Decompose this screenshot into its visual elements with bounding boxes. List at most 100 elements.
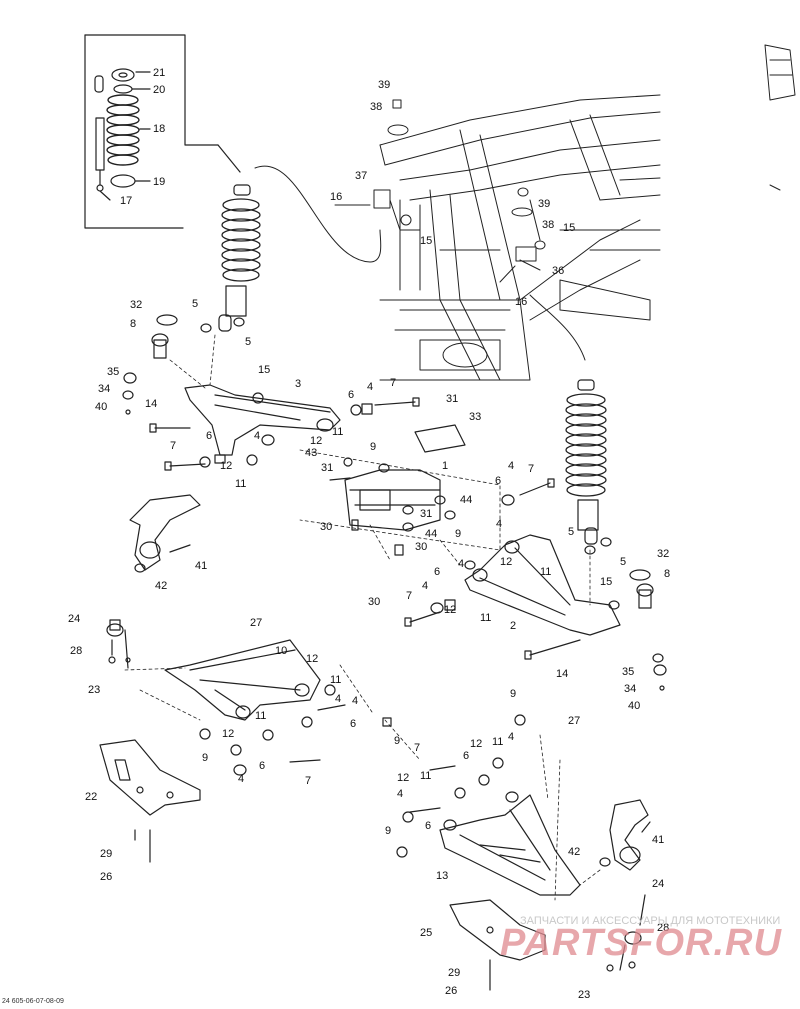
callout-4: 4: [508, 460, 515, 472]
callout-9: 9: [202, 752, 209, 764]
callout-22: 22: [85, 791, 98, 803]
assembly-guides: [169, 334, 601, 901]
callout-13: 13: [436, 870, 449, 882]
callout-9: 9: [385, 825, 392, 837]
callout-12: 12: [306, 653, 319, 665]
drawing-code: 24 605-06-07-08-09: [2, 998, 64, 1005]
callout-9: 9: [394, 735, 401, 747]
callout-32: 32: [657, 548, 670, 560]
callout-10: 10: [275, 645, 288, 657]
callout-31: 31: [420, 508, 433, 520]
callout-11: 11: [540, 566, 552, 578]
callout-15: 15: [420, 235, 433, 247]
callout-2: 2: [510, 620, 517, 632]
callout-34: 34: [98, 383, 111, 395]
callout-14: 14: [145, 398, 158, 410]
callout-5: 5: [568, 526, 575, 538]
callout-12: 12: [310, 435, 323, 447]
callout-30: 30: [415, 541, 428, 553]
callout-4: 4: [254, 430, 261, 442]
callout-44: 44: [460, 494, 473, 506]
callout-39: 39: [538, 198, 551, 210]
callout-37: 37: [355, 170, 368, 182]
callout-6: 6: [259, 760, 266, 772]
callout-7: 7: [170, 440, 177, 452]
callout-35: 35: [622, 666, 635, 678]
callout-12: 12: [500, 556, 513, 568]
callout-26: 26: [445, 985, 458, 997]
watermark-logo: PARTSFOR.RU: [500, 922, 782, 964]
callout-28: 28: [657, 922, 670, 934]
callout-40: 40: [628, 700, 641, 712]
callout-28: 28: [70, 645, 83, 657]
callout-6: 6: [434, 566, 441, 578]
callout-6: 6: [463, 750, 470, 762]
callout-23: 23: [578, 989, 591, 1001]
callout-15: 15: [600, 576, 613, 588]
callout-42: 42: [155, 580, 168, 592]
right-skid-plate: [449, 899, 546, 991]
center-bracket: [299, 424, 501, 556]
left-upper-ball-joint: [122, 314, 178, 415]
callout-31: 31: [446, 393, 459, 405]
callout-20: 20: [153, 84, 166, 96]
callout-4: 4: [508, 731, 515, 743]
callout-4: 4: [496, 518, 503, 530]
callout-4: 4: [458, 558, 465, 570]
watermark-caption: ЗАПЧАСТИ И АКСЕССУАРЫ ДЛЯ МОТОТЕХНИКИ: [520, 915, 781, 927]
callout-7: 7: [414, 742, 421, 754]
callout-6: 6: [350, 718, 357, 730]
callout-14: 14: [556, 668, 569, 680]
callout-9: 9: [510, 688, 517, 700]
callout-41: 41: [652, 834, 665, 846]
callout-11: 11: [480, 612, 492, 624]
callout-38: 38: [370, 101, 383, 113]
callout-19: 19: [153, 176, 166, 188]
callout-9: 9: [455, 528, 462, 540]
callout-18: 18: [153, 123, 166, 135]
callout-43: 43: [305, 447, 318, 459]
callout-41: 41: [195, 560, 208, 572]
callout-34: 34: [624, 683, 637, 695]
callout-11: 11: [332, 426, 344, 438]
callout-16: 16: [330, 191, 343, 203]
callout-8: 8: [664, 568, 671, 580]
callout-5: 5: [620, 556, 627, 568]
callout-6: 6: [495, 475, 502, 487]
callout-30: 30: [368, 596, 381, 608]
callout-32: 32: [130, 299, 143, 311]
callout-4: 4: [335, 693, 342, 705]
callout-36: 36: [552, 265, 565, 277]
callout-3: 3: [295, 378, 302, 390]
callout-38: 38: [542, 219, 555, 231]
callout-30: 30: [320, 521, 333, 533]
lower-right-a-arm: [404, 478, 621, 660]
callout-5: 5: [245, 336, 252, 348]
callout-12: 12: [444, 604, 457, 616]
callout-11: 11: [255, 710, 267, 722]
callout-26: 26: [100, 871, 113, 883]
callout-33: 33: [469, 411, 482, 423]
callout-12: 12: [470, 738, 483, 750]
callout-1: 1: [442, 460, 449, 472]
callout-8: 8: [130, 318, 137, 330]
callout-6: 6: [425, 820, 432, 832]
vehicle-frame: [334, 44, 796, 381]
callout-31: 31: [321, 462, 334, 474]
callout-29: 29: [100, 848, 113, 860]
callout-11: 11: [235, 478, 247, 490]
callout-21: 21: [153, 67, 166, 79]
callout-27: 27: [250, 617, 263, 629]
callout-15: 15: [563, 222, 576, 234]
callout-24: 24: [652, 878, 665, 890]
callout-27: 27: [568, 715, 581, 727]
callout-4: 4: [238, 773, 245, 785]
callout-39: 39: [378, 79, 391, 91]
callout-6: 6: [348, 389, 355, 401]
callout-11: 11: [330, 674, 342, 686]
callout-40: 40: [95, 401, 108, 413]
callout-7: 7: [406, 590, 413, 602]
lower-right-rear-a-arm: [396, 714, 581, 896]
